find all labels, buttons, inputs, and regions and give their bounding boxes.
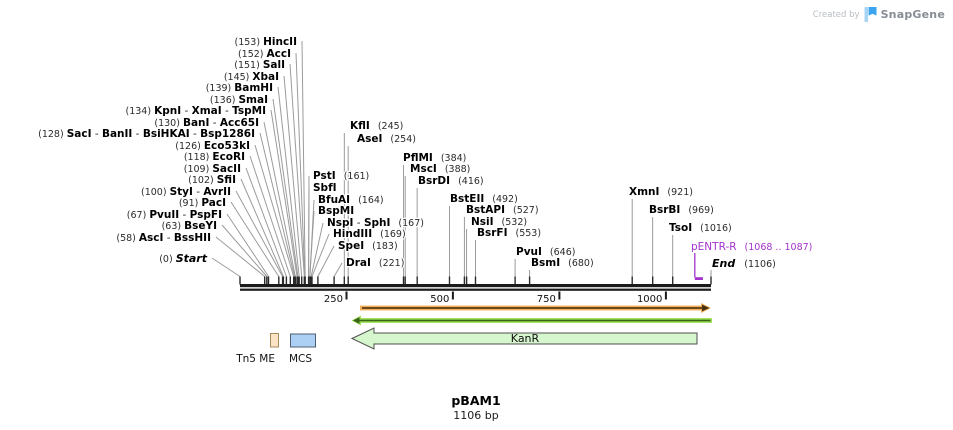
site-label: (63) BseYI [162, 220, 217, 232]
site-label: (109) SacII [184, 163, 241, 175]
site-label: (130) BanI - Acc65I [154, 117, 259, 129]
site-label: (0) Start [159, 252, 208, 265]
ruler: 250 500 750 1000 [324, 291, 667, 305]
ruler-tick-label: 750 [537, 294, 556, 305]
kanr-arrow: KanR [350, 327, 698, 350]
site-label: BfuAI(164) [318, 194, 384, 206]
ruler-tick-label: 500 [430, 294, 449, 305]
site-label: (128) SacI - BanII - BsiHKAI - Bsp1286I [38, 128, 255, 140]
site-label: BsrFI(553) [477, 227, 541, 239]
site-label: (153) HincII [235, 36, 297, 48]
site-label: PstI(161) [313, 170, 369, 182]
site-label: HindIII(169) [333, 228, 406, 240]
site-label: (152) AccI [238, 48, 291, 60]
site-label: (58) AscI - BssHII [116, 232, 211, 244]
feature-box-label: MCS [289, 353, 312, 365]
site-label: (126) Eco53kI [175, 140, 250, 152]
site-label: TsoI(1016) [669, 222, 732, 234]
pentr-r-primer [694, 253, 703, 280]
title-block: pBAM1 1106 bp [451, 393, 500, 422]
ruler-tick-label: 250 [324, 294, 343, 305]
site-label: (136) SmaI [210, 94, 268, 106]
feature-box: Tn5 ME [235, 333, 279, 365]
site-label: BspMI [318, 205, 354, 217]
site-label: DraI(221) [346, 257, 404, 269]
snapgene-wordmark: SnapGene [880, 8, 945, 21]
site-label: (139) BamHI [206, 82, 273, 94]
site-label: BstEII(492) [450, 193, 518, 205]
site-label: BstAPI(527) [466, 204, 539, 216]
site-label: (118) EcoRI [184, 151, 245, 163]
plasmid-name: pBAM1 [451, 393, 501, 408]
site-label: BsmI(680) [531, 257, 594, 269]
site-label: (151) SalI [234, 59, 285, 71]
site-label: PvuI(646) [516, 246, 575, 258]
site-label: End(1106) [712, 257, 776, 270]
site-label: NsiI(532) [471, 216, 527, 228]
green-arrow [351, 315, 712, 326]
connector-lines [211, 40, 712, 284]
site-label: BsrBI(969) [649, 204, 714, 216]
site-label: SpeI(183) [338, 240, 398, 252]
site-label: AseI(254) [357, 133, 416, 145]
kanr-label: KanR [511, 332, 540, 345]
site-label: (91) PacI [179, 197, 226, 209]
site-label: PflMI(384) [403, 152, 466, 164]
site-label: (145) XbaI [224, 71, 279, 83]
site-label: (102) SfiI [188, 174, 236, 186]
site-ticks [239, 276, 712, 285]
feature-box-label: Tn5 ME [235, 353, 275, 365]
plasmid-length: 1106 bp [453, 409, 499, 422]
site-label: BsrDI(416) [418, 175, 484, 187]
site-label: pENTR-R(1068 .. 1087) [691, 241, 812, 253]
site-label: (134) KpnI - XmaI - TspMI [126, 105, 266, 117]
site-label: MscI(388) [410, 163, 470, 175]
site-label: XmnI(921) [629, 186, 693, 198]
feature-box: MCS [289, 333, 316, 365]
site-label: KflI(245) [350, 120, 403, 132]
branding: Created by SnapGene [813, 6, 945, 23]
site-label: (67) PvuII - PspFI [127, 209, 222, 221]
snapgene-logo-icon [864, 6, 877, 23]
ruler-tick-label: 1000 [637, 294, 662, 305]
site-label: SbfI [313, 182, 337, 194]
map-bar [240, 284, 711, 291]
site-labels: (153) HincII(152) AccI(151) SalI(145) Xb… [37, 35, 814, 272]
site-label: (100) StyI - AvrII [141, 186, 231, 198]
orange-arrow [360, 303, 711, 313]
created-by-text: Created by [812, 9, 860, 20]
site-label: NspI - SphI(167) [327, 217, 424, 229]
